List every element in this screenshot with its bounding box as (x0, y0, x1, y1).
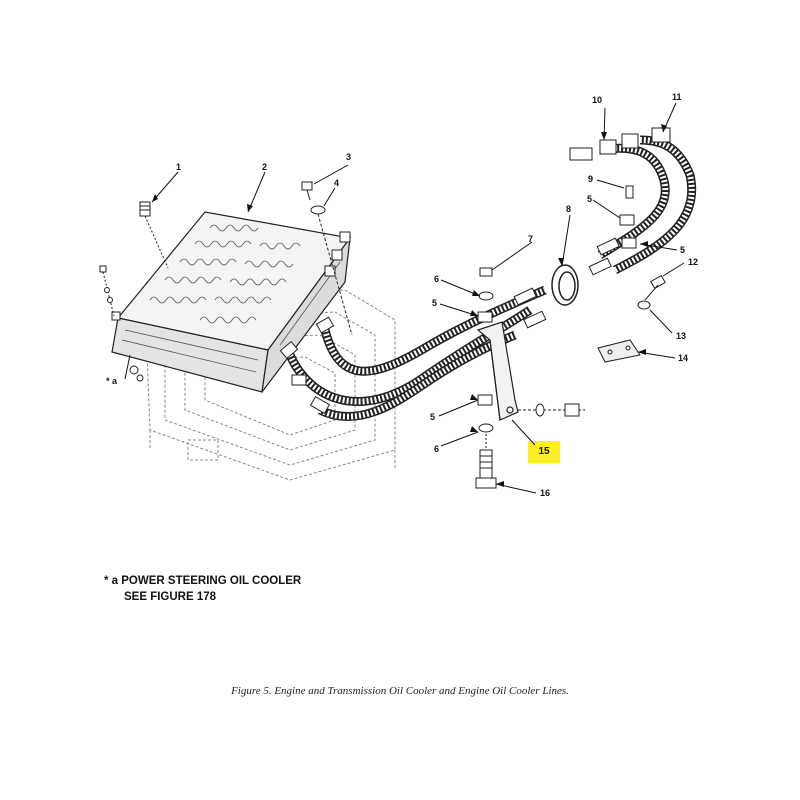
callout-4: 4 (334, 178, 339, 188)
bleeder-fitting (139, 201, 169, 269)
note-line-2: SEE FIGURE 178 (124, 591, 217, 603)
bolt (475, 432, 497, 489)
callout-10: 10 (592, 95, 602, 105)
callout-5-mid: 5 (432, 298, 437, 308)
screw-and-washer (301, 181, 353, 336)
callout-15: 15 (538, 446, 550, 457)
callout-2: 2 (262, 162, 267, 172)
callout-star-a: * a (106, 376, 118, 386)
mounting-bracket (476, 321, 519, 421)
power-steering-oil-cooler-outline (144, 289, 396, 481)
callout-8: 8 (566, 204, 571, 214)
mounting-bolt-stack (99, 265, 144, 382)
bracket-hardware (518, 403, 585, 417)
callout-12: 12 (688, 257, 698, 267)
retainer-plate (597, 339, 641, 363)
callout-1: 1 (176, 162, 181, 172)
callout-7: 7 (528, 234, 533, 244)
callout-6-upper: 6 (434, 274, 439, 284)
callout-14: 14 (678, 353, 688, 363)
callout-3: 3 (346, 152, 351, 162)
callout-13: 13 (676, 331, 686, 341)
figure-caption: Figure 5. Engine and Transmission Oil Co… (231, 685, 569, 697)
oil-cooler-hoses (285, 135, 697, 422)
callout-16: 16 (540, 488, 550, 498)
callout-11: 11 (672, 92, 682, 102)
callout-15-highlight (528, 441, 560, 463)
clamps-nuts-washers (477, 185, 666, 433)
callout-labels: 1 2 3 4 10 11 9 5 8 7 5 12 6 5 13 14 * a… (106, 92, 698, 498)
note-line-1: * a POWER STEERING OIL COOLER (104, 575, 302, 587)
hose-end-fittings (279, 127, 671, 415)
callout-5-right: 5 (680, 245, 685, 255)
callout-5-lower: 5 (430, 412, 435, 422)
callout-5-top: 5 (587, 194, 592, 204)
callout-6-lower: 6 (434, 444, 439, 454)
callout-9: 9 (588, 174, 593, 184)
grommet (551, 264, 579, 306)
leader-arrowheads (152, 124, 667, 487)
